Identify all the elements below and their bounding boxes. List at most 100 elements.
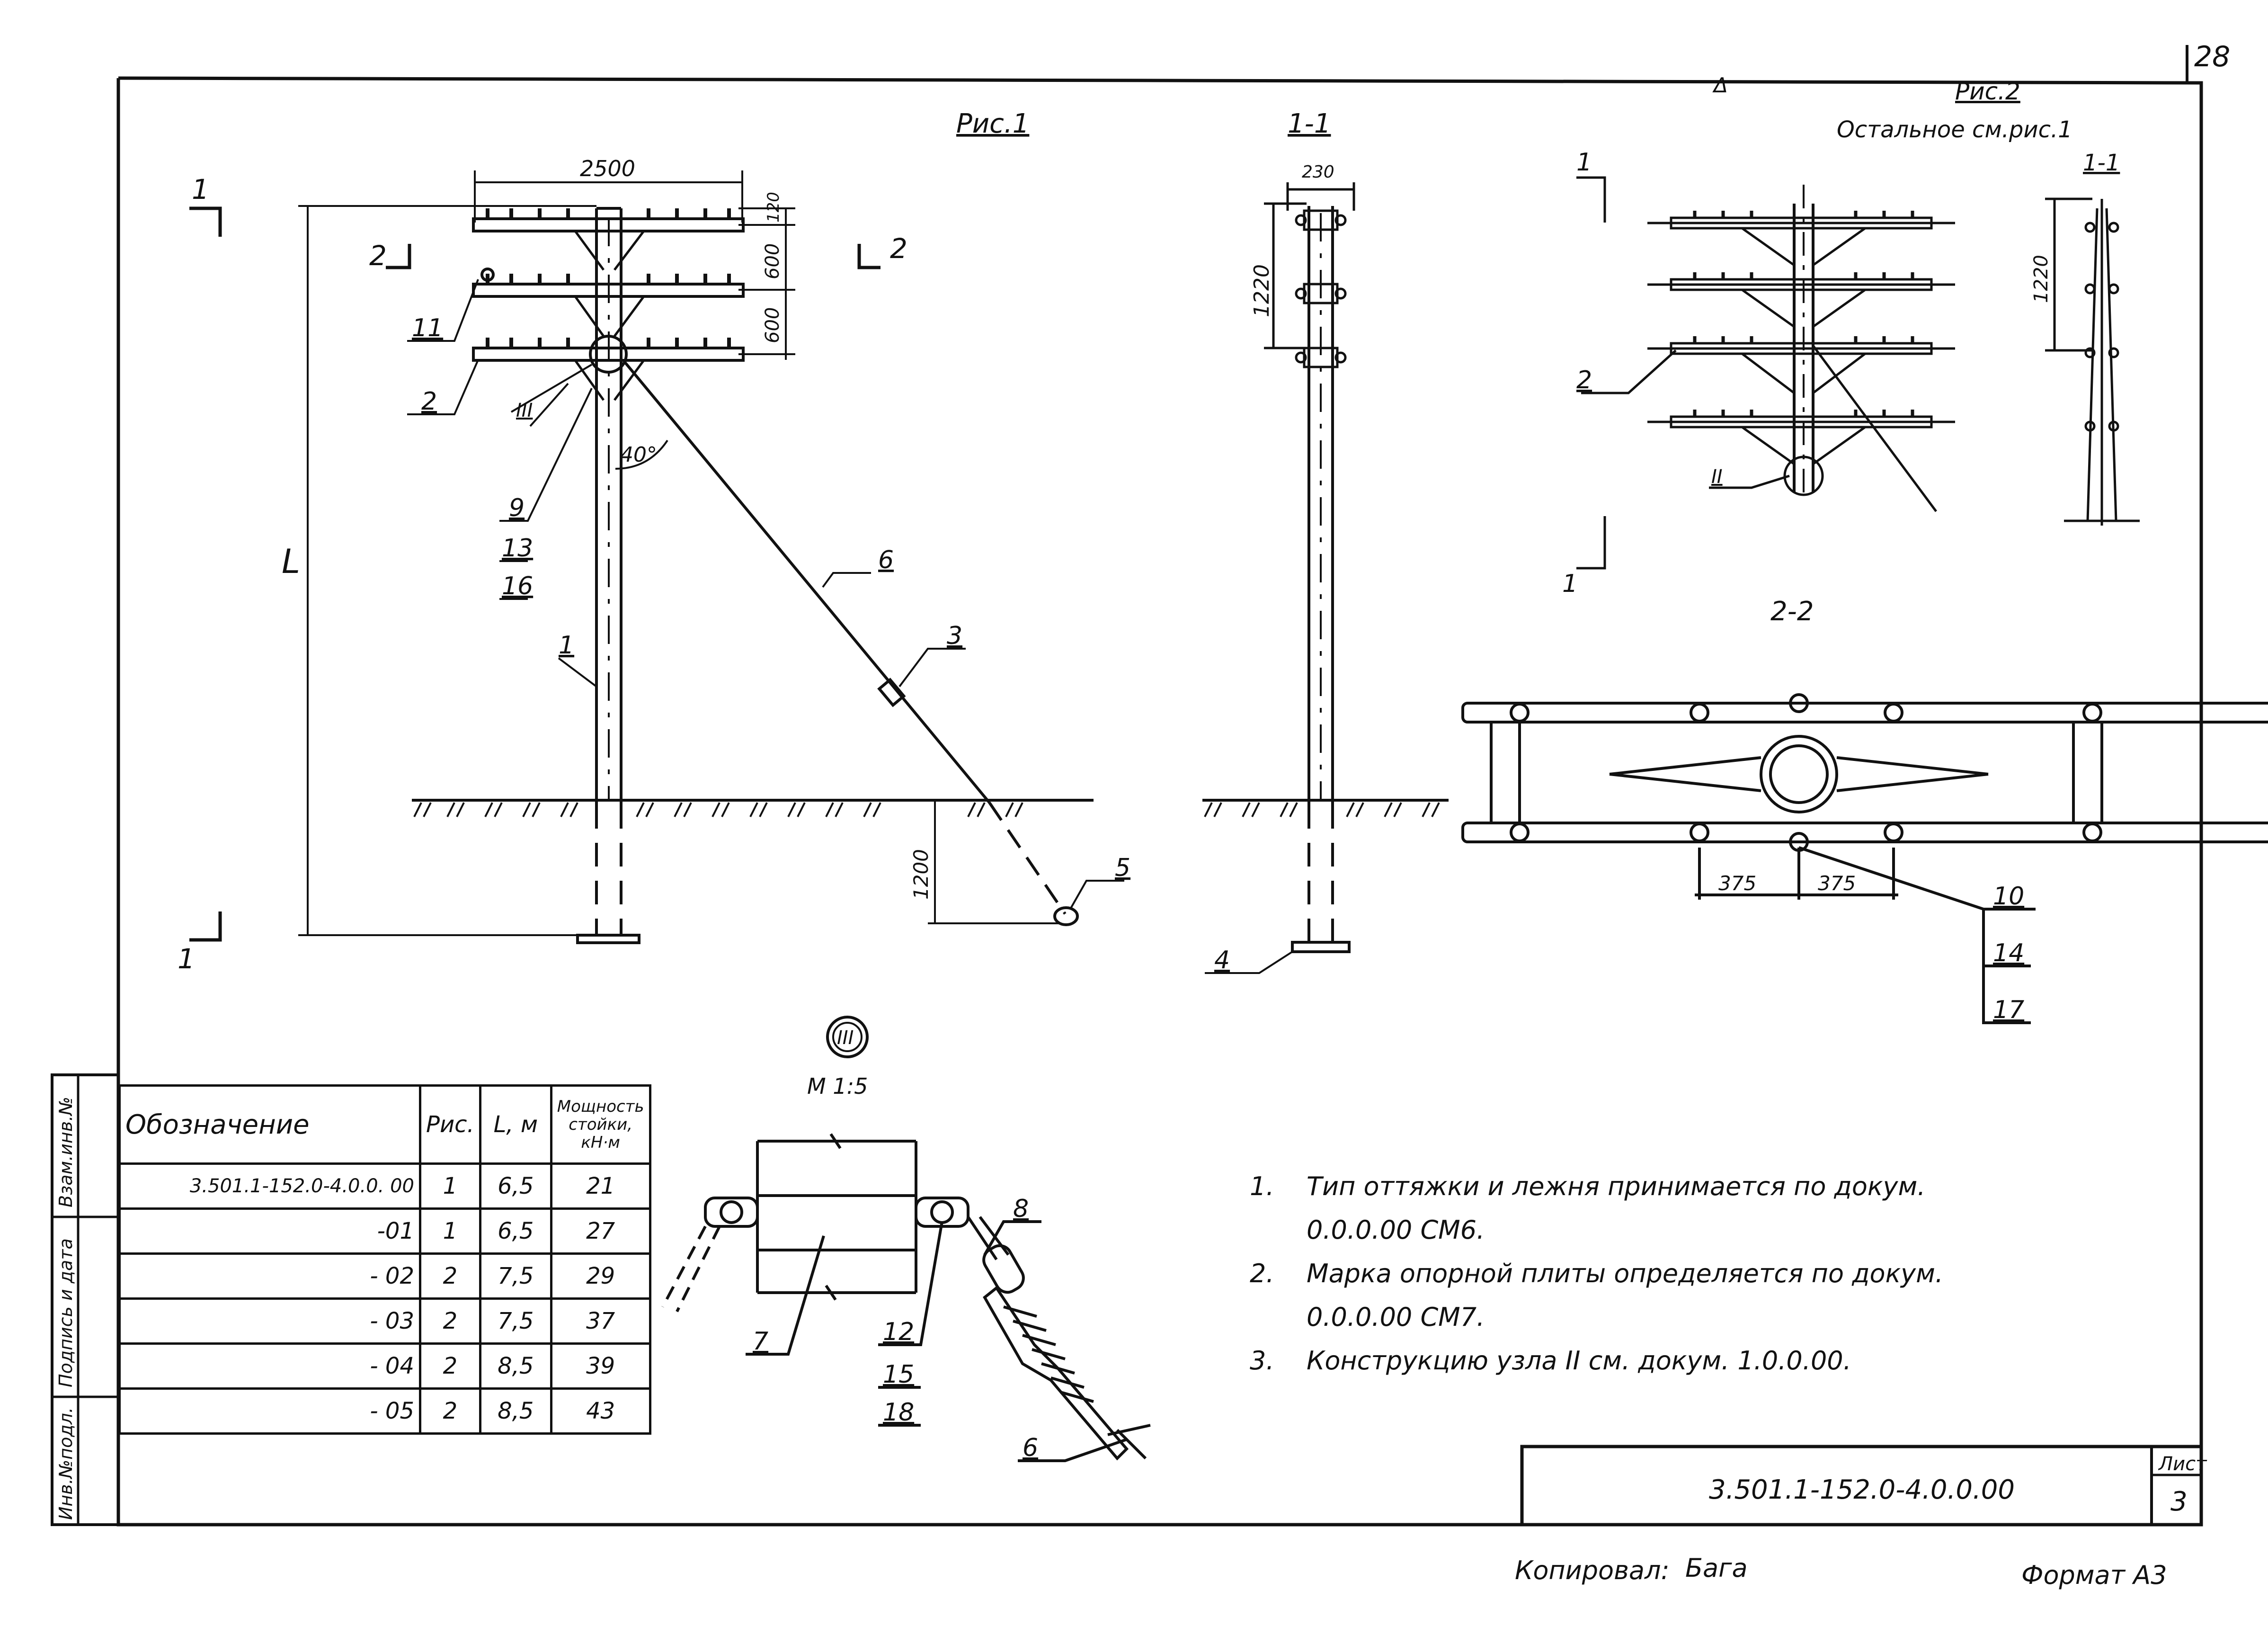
dim-anchor-depth: 1200	[909, 800, 1060, 924]
table-row: 3.501.1-152.0-4.0.0. 00 1 6,5 21	[118, 1162, 651, 1210]
table-cell-capacity: 27	[550, 1207, 651, 1255]
callout-9: 9	[509, 494, 525, 522]
footer-copied-label: Копировал:	[1515, 1555, 1670, 1585]
table-cell-length: 8,5	[479, 1387, 552, 1435]
table-cell-designation: 3.501.1-152.0-4.0.0. 00	[118, 1162, 421, 1210]
footer-copied-sign: Бага	[1685, 1553, 1748, 1583]
title-block-sheet-label: Лист	[2158, 1453, 2207, 1475]
table-cell-capacity: 29	[550, 1252, 651, 1300]
table-header-designation: Обозначение	[118, 1084, 421, 1165]
table-cell-designation: - 05	[118, 1387, 421, 1435]
designation-table: Обозначение Рис. L, м Мощность стойки, к…	[118, 1084, 651, 1435]
callout-6-fig1: 6	[878, 546, 894, 574]
dim-vertical-gaps: 120 600 600	[738, 192, 795, 360]
figure-1: Рис.1	[178, 108, 1130, 975]
guy-angle: 40°	[620, 443, 657, 467]
note-text: Конструкцию узла II см. докум. 1.0.0.00.	[1307, 1346, 1851, 1376]
fig1-title: Рис.1	[956, 108, 1029, 139]
side-stamp-label-sign: Подпись и дата	[55, 1238, 76, 1387]
callout-4: 4	[1214, 946, 1230, 974]
note-text: Тип оттяжки и лежня принимается по докум…	[1307, 1171, 1926, 1245]
section-mark-2-left: 2	[369, 240, 387, 272]
table-header-row: Обозначение Рис. L, м Мощность стойки, к…	[118, 1084, 651, 1165]
height-symbol: L	[282, 542, 300, 581]
table-cell-fig: 2	[419, 1297, 481, 1345]
node3-mark: III	[837, 1027, 854, 1049]
table-cell-capacity: 37	[550, 1297, 651, 1345]
dim-height: L	[282, 205, 596, 936]
table-cell-designation: -01	[118, 1207, 421, 1255]
title-block: 3.501.1-152.0-4.0.0.00 Лист 3	[1520, 1445, 2207, 1527]
table-cell-capacity: 43	[550, 1387, 651, 1435]
dim-1200: 1200	[909, 849, 933, 900]
table-header-length: L, м	[479, 1084, 552, 1165]
table-row: -01 1 6,5 27	[118, 1207, 651, 1255]
callout-2-fig2: 2	[1576, 366, 1592, 394]
dim-120: 120	[764, 192, 783, 223]
table-row: - 04 2 8,5 39	[118, 1342, 651, 1390]
table-cell-length: 7,5	[479, 1297, 552, 1345]
table-cell-fig: 2	[419, 1342, 481, 1390]
table-cell-capacity: 21	[550, 1162, 651, 1210]
fig2-section-mark-1-bottom: 1	[1562, 570, 1578, 598]
dim-600-b: 600	[762, 307, 783, 343]
bolt-375-right: 375	[1818, 872, 1856, 895]
callout-2-fig1: 2	[421, 387, 437, 416]
section-mark-1-top: 1	[192, 173, 209, 205]
table-row: - 02 2 7,5 29	[118, 1252, 651, 1300]
dim-2500: 2500	[580, 156, 635, 181]
fig1-section-marks	[189, 206, 881, 942]
footer-format: Формат А3	[2021, 1560, 2167, 1590]
callout-10: 10	[1993, 882, 2024, 911]
callout-17: 17	[1993, 996, 2024, 1024]
title-block-sheet-number: 3	[2170, 1486, 2188, 1517]
note-number: 1.	[1250, 1171, 1274, 1201]
note-item: 2. Марка опорной плиты определяется по д…	[1250, 1252, 1960, 1339]
fig2-title: Рис.2	[1955, 78, 2020, 105]
fig2-note: Остальное см.рис.1	[1837, 116, 2072, 143]
footer: Копировал: Бага Формат А3	[1515, 1553, 2167, 1590]
table-cell-fig: 1	[419, 1162, 481, 1210]
notes-list: 1. Тип оттяжки и лежня принимается по до…	[1250, 1165, 1960, 1383]
table-cell-fig: 2	[419, 1252, 481, 1300]
table-cell-length: 8,5	[479, 1342, 552, 1390]
table-row: - 05 2 8,5 43	[118, 1387, 651, 1435]
section-1-1-title: 1-1	[1288, 108, 1331, 139]
table-cell-designation: - 03	[118, 1297, 421, 1345]
note-number: 2.	[1250, 1259, 1274, 1288]
section-mark-2-right: 2	[890, 232, 907, 265]
dim-600-a: 600	[762, 243, 783, 279]
section-2-2-title: 2-2	[1770, 596, 1814, 627]
section-height-1220: 1220	[1250, 264, 1274, 317]
node3-scale: М 1:5	[807, 1073, 868, 1099]
table-cell-capacity: 39	[550, 1342, 651, 1390]
bolt-375-left: 375	[1718, 872, 1756, 895]
callout-12: 12	[883, 1318, 914, 1346]
table-cell-fig: 2	[419, 1387, 481, 1435]
section-mark-1-bottom: 1	[178, 943, 195, 975]
table-header-fig: Рис.	[419, 1084, 481, 1165]
fig2-section-mark-1-top: 1	[1576, 148, 1592, 177]
node2-mark: II	[1711, 466, 1723, 488]
fig2-section-1-1-title: 1-1	[2083, 150, 2120, 176]
side-stamp-label-inv: Инв.№подл.	[55, 1407, 76, 1520]
fig2-section-height-1220: 1220	[2030, 255, 2052, 303]
callout-14: 14	[1993, 939, 2024, 967]
table-cell-designation: - 04	[118, 1342, 421, 1390]
guy-wire: 40°	[615, 361, 1079, 926]
table-cell-length: 6,5	[479, 1207, 552, 1255]
figure-2: Рис.2 Остальное см.рис.1 1	[1562, 78, 2140, 598]
node-3-detail: III М 1:5	[661, 1016, 1151, 1462]
note-text: Марка опорной плиты определяется по доку…	[1307, 1259, 1944, 1332]
callout-7: 7	[753, 1327, 768, 1356]
note-number: 3.	[1250, 1346, 1274, 1376]
node3-mark-fig1: III	[516, 400, 533, 421]
title-block-code: 3.501.1-152.0-4.0.0.00	[1709, 1474, 2015, 1505]
side-stamp-label-replace: Взам.инв.№	[55, 1097, 76, 1207]
side-stamp: Инв.№подл. Подпись и дата Взам.инв.№	[51, 1073, 120, 1526]
callout-16: 16	[502, 572, 533, 600]
callout-6-node: 6	[1023, 1434, 1038, 1462]
top-mark: Δ	[1712, 73, 1728, 98]
callout-5: 5	[1115, 854, 1130, 882]
fig1-ground	[412, 799, 1094, 817]
